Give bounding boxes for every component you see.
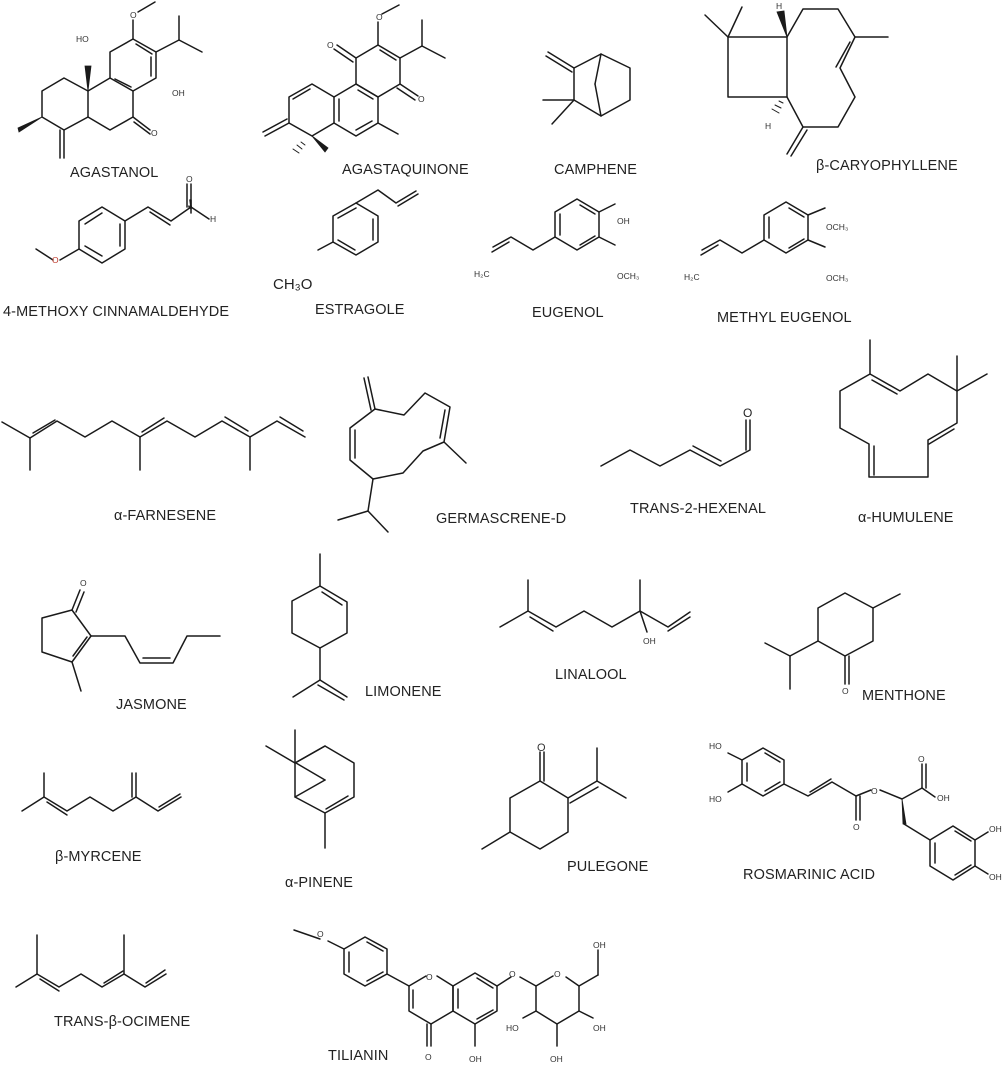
- label-germacrene-d: GERMASCRENE-D: [436, 511, 567, 527]
- svg-text:O: O: [537, 742, 546, 754]
- label-menthone: MENTHONE: [862, 688, 946, 704]
- svg-text:OH: OH: [989, 872, 1002, 882]
- beta-myrcene-structure: [21, 772, 182, 816]
- svg-text:OH: OH: [643, 636, 656, 646]
- pulegone-structure: O: [481, 742, 627, 850]
- svg-text:OH: OH: [172, 88, 185, 98]
- svg-text:O: O: [151, 128, 158, 138]
- svg-text:O: O: [509, 969, 516, 979]
- label-alpha-humulene: α-HUMULENE: [858, 510, 954, 526]
- jasmone-structure: O: [41, 578, 221, 692]
- beta-caryophyllene-structure: H H: [704, 1, 889, 157]
- svg-text:OH: OH: [593, 940, 606, 950]
- svg-text:O: O: [554, 969, 561, 979]
- svg-text:HO: HO: [709, 794, 722, 804]
- svg-text:O: O: [842, 686, 849, 696]
- label-beta-caryophyllene: β-CARYOPHYLLENE: [816, 158, 958, 174]
- svg-text:O: O: [80, 578, 87, 588]
- label-rosmarinic-acid: ROSMARINIC ACID: [743, 867, 876, 883]
- trans-beta-ocimene-structure: [15, 934, 167, 992]
- svg-text:OCH₃: OCH₃: [826, 273, 848, 283]
- svg-text:H: H: [776, 1, 782, 11]
- svg-text:O: O: [376, 12, 383, 22]
- svg-text:OH: OH: [550, 1054, 563, 1064]
- rosmarinic-acid-structure: HO HO O O O OH OH OH: [709, 741, 1002, 882]
- label-jasmone: JASMONE: [116, 697, 187, 713]
- svg-text:H: H: [765, 121, 771, 131]
- alpha-farnesene-structure: [1, 416, 306, 471]
- label-pulegone: PULEGONE: [567, 859, 649, 875]
- linalool-structure: OH: [499, 579, 691, 646]
- estragole-structure: CH₃O: [273, 189, 419, 293]
- label-limonene: LIMONENE: [365, 684, 442, 700]
- svg-text:HO: HO: [709, 741, 722, 751]
- svg-text:OCH₃: OCH₃: [826, 222, 848, 232]
- svg-text:O: O: [871, 786, 878, 796]
- svg-text:CH₃O: CH₃O: [273, 276, 312, 293]
- label-tilianin: TILIANIN: [328, 1048, 389, 1064]
- label-beta-myrcene: β-MYRCENE: [55, 849, 142, 865]
- tilianin-structure: O O O O OH OH HO OH OH O: [293, 929, 606, 1064]
- menthone-structure: O: [764, 592, 901, 696]
- svg-text:O: O: [418, 94, 425, 104]
- svg-text:O: O: [130, 10, 137, 20]
- label-alpha-farnesene: α-FARNESENE: [114, 508, 217, 524]
- svg-text:O: O: [918, 754, 925, 764]
- agastaquinone-structure: O O O: [262, 4, 446, 154]
- label-agastanol: AGASTANOL: [70, 165, 159, 181]
- svg-text:HO: HO: [506, 1023, 519, 1033]
- label-estragole: ESTRAGOLE: [315, 302, 405, 318]
- svg-text:H: H: [210, 214, 216, 224]
- label-4-methoxy-cinnamaldehyde: 4-METHOXY CINNAMALDEHYDE: [3, 304, 230, 320]
- svg-text:O: O: [317, 929, 324, 939]
- trans-2-hexenal-structure: O: [600, 406, 752, 467]
- svg-text:OH: OH: [989, 824, 1002, 834]
- svg-text:O: O: [425, 1052, 432, 1062]
- svg-text:OH: OH: [469, 1054, 482, 1064]
- svg-text:HO: HO: [76, 34, 89, 44]
- svg-text:OH: OH: [593, 1023, 606, 1033]
- methyl-eugenol-structure: OCH₃ OCH₃ H₂C: [684, 201, 848, 283]
- svg-text:O: O: [743, 406, 752, 420]
- label-linalool: LINALOOL: [555, 667, 627, 683]
- label-eugenol: EUGENOL: [532, 305, 604, 321]
- svg-text:OH: OH: [617, 216, 630, 226]
- agastanol-structure: HO OH O O: [17, 1, 203, 159]
- svg-text:OH: OH: [937, 793, 950, 803]
- label-methyl-eugenol: METHYL EUGENOL: [717, 310, 852, 326]
- germacrene-d-structure: [337, 376, 467, 533]
- svg-text:H₂C: H₂C: [474, 269, 490, 279]
- svg-text:O: O: [853, 822, 860, 832]
- limonene-structure: [291, 553, 348, 701]
- label-camphene: CAMPHENE: [554, 162, 637, 178]
- svg-text:H₂C: H₂C: [684, 272, 700, 282]
- label-agastaquinone: AGASTAQUINONE: [342, 162, 469, 178]
- svg-text:O: O: [426, 972, 433, 982]
- label-trans-2-hexenal: TRANS-2-HEXENAL: [630, 501, 767, 517]
- 4-methoxy-cinnamaldehyde-structure: O H O: [35, 174, 216, 265]
- label-alpha-pinene: α-PINENE: [285, 875, 353, 891]
- eugenol-structure: OH OCH₃ H₂C: [474, 198, 639, 281]
- svg-text:O: O: [186, 174, 193, 184]
- alpha-humulene-structure: [839, 339, 988, 478]
- svg-text:O: O: [52, 255, 59, 265]
- label-trans-beta-ocimene: TRANS-β-OCIMENE: [54, 1014, 191, 1030]
- camphene-structure: [542, 51, 631, 125]
- alpha-pinene-structure: [265, 729, 355, 849]
- svg-text:O: O: [327, 40, 334, 50]
- svg-text:OCH₃: OCH₃: [617, 271, 639, 281]
